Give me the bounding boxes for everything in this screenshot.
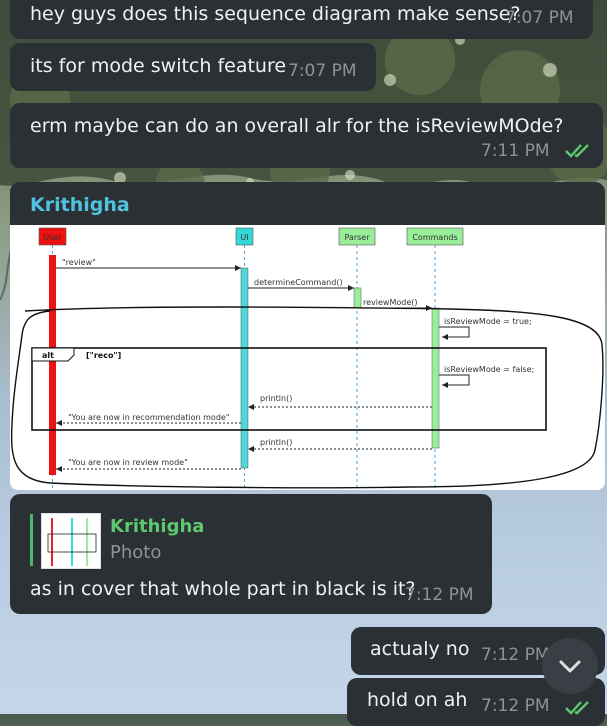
fragment-type: alt xyxy=(42,351,54,360)
reply-message[interactable]: Krithigha Photo as in cover that whole p… xyxy=(10,494,492,614)
message-time: 7:07 PM xyxy=(505,8,574,28)
message-time: 7:12 PM xyxy=(481,696,550,716)
diagram-message-label: isReviewMode = true; xyxy=(444,317,532,326)
message-time: 7:11 PM xyxy=(481,141,550,161)
message-time: 7:12 PM xyxy=(481,645,550,665)
scroll-to-bottom-button[interactable] xyxy=(542,638,598,694)
diagram-message-label: "You are now in review mode" xyxy=(68,458,188,467)
participant-label: Parser xyxy=(344,233,370,242)
message-bubble[interactable]: erm maybe can do an overall alr for the … xyxy=(10,103,603,168)
thumbnail-image xyxy=(47,518,97,566)
participant-label: UI xyxy=(240,233,248,242)
message-time: 7:12 PM xyxy=(405,585,474,605)
reply-thumbnail[interactable] xyxy=(41,513,101,569)
chevron-down-icon xyxy=(559,660,581,673)
photo-message[interactable]: Krithigha User UI Parser Commands xyxy=(10,182,605,490)
double-check-icon xyxy=(565,701,589,715)
message-text: as in cover that whole part in black is … xyxy=(30,578,416,600)
sender-name: Krithigha xyxy=(30,194,130,216)
fragment-guard: ["reco"] xyxy=(86,351,121,360)
reply-type: Photo xyxy=(110,542,162,563)
message-bubble[interactable]: hey guys does this sequence diagram make… xyxy=(10,0,593,39)
message-text: its for mode switch feature xyxy=(30,55,287,77)
diagram-message-label: "You are now in recommendation mode" xyxy=(68,413,230,422)
diagram-message-label: println() xyxy=(260,394,292,403)
diagram-message-label: isReviewMode = false; xyxy=(444,365,534,374)
message-text: hey guys does this sequence diagram make… xyxy=(30,3,521,25)
sequence-diagram-photo[interactable]: User UI Parser Commands "review" determ xyxy=(10,225,605,490)
diagram-message-label: determineCommand() xyxy=(254,278,343,287)
message-time: 7:07 PM xyxy=(288,61,357,81)
sequence-diagram: User UI Parser Commands "review" determ xyxy=(10,227,604,490)
diagram-message-label: println() xyxy=(260,438,292,447)
message-bubble[interactable]: its for mode switch feature 7:07 PM xyxy=(10,43,376,91)
reply-quote-bar xyxy=(30,514,33,566)
double-check-icon xyxy=(565,144,589,158)
diagram-message-label: reviewMode() xyxy=(363,298,418,307)
message-text: erm maybe can do an overall alr for the … xyxy=(30,115,564,137)
participant-label: User xyxy=(43,233,62,242)
participant-label: Commands xyxy=(412,233,457,242)
message-text: actualy no xyxy=(370,638,470,660)
diagram-message-label: "review" xyxy=(62,258,96,267)
message-text: hold on ah xyxy=(367,689,468,711)
reply-sender-name: Krithigha xyxy=(110,516,205,537)
